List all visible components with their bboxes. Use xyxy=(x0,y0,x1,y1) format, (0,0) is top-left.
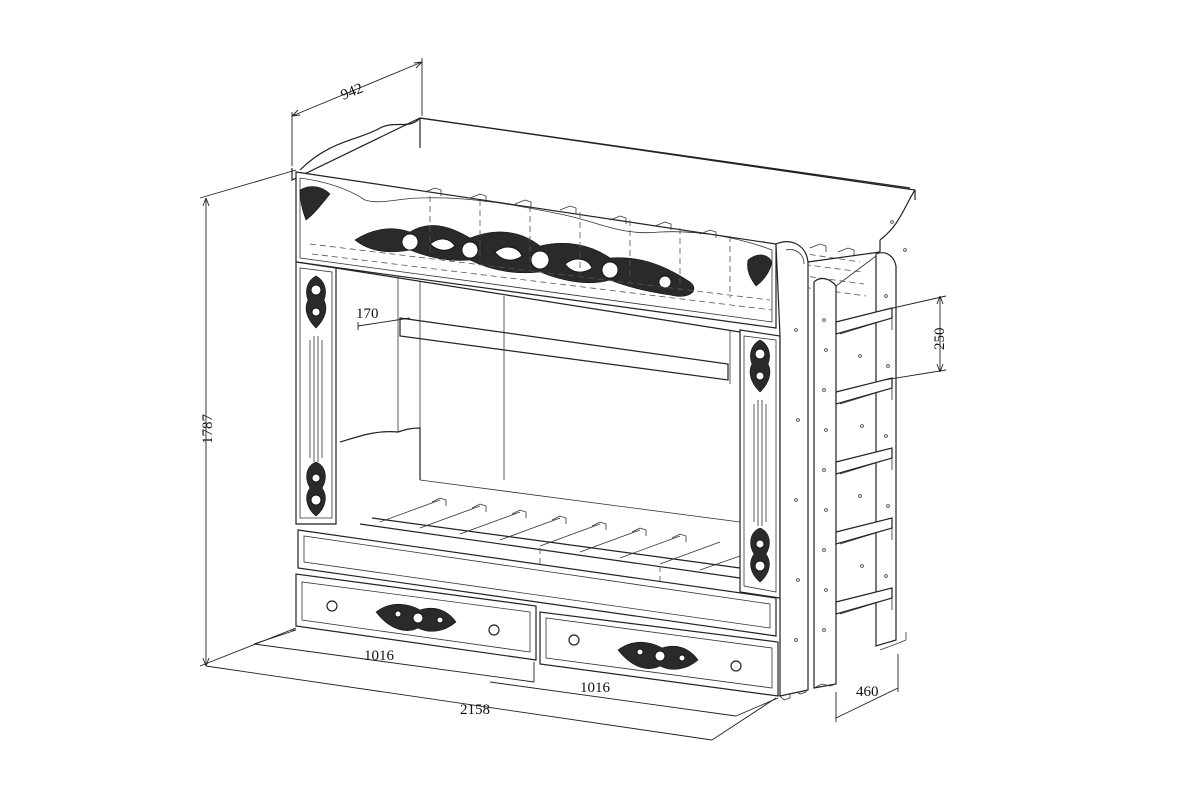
dim-shelf: 170 xyxy=(356,306,379,322)
side-panel-holes xyxy=(794,328,800,642)
bottom-slats xyxy=(359,497,741,586)
left-post-ornament xyxy=(305,275,327,517)
drawer-right-ornament xyxy=(617,641,699,670)
dim-ladder-step: 250 xyxy=(932,328,948,351)
right-post-ornament xyxy=(749,339,771,583)
dim-drawer-left: 1016 xyxy=(364,648,395,664)
upper-panel-ornament xyxy=(299,186,773,297)
dim-length: 2158 xyxy=(460,702,490,718)
dim-depth-top: 942 xyxy=(339,81,366,104)
dim-drawer-right: 1016 xyxy=(580,680,611,696)
dim-ladder-depth: 460 xyxy=(856,684,879,700)
dimensions: 942 1787 2158 1016 1016 170 250 xyxy=(199,58,948,741)
drawer-knobs xyxy=(326,600,742,672)
ladder xyxy=(813,252,907,689)
top-slat-tabs xyxy=(424,187,855,256)
bed-frame xyxy=(290,117,916,701)
dim-height: 1787 xyxy=(200,414,216,445)
drawer-left-ornament xyxy=(375,603,457,632)
